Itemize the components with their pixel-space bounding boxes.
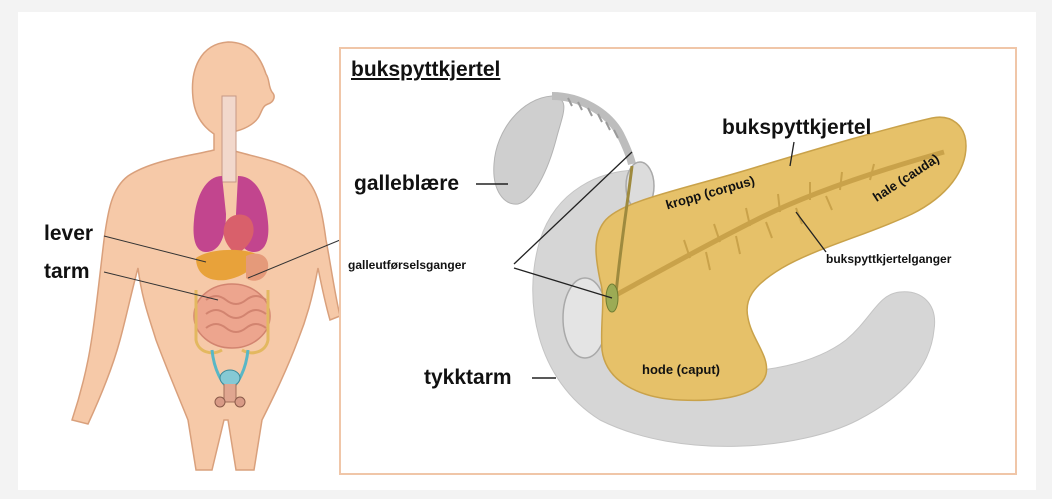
label-bukspyttkjertel: bukspyttkjertel (722, 116, 871, 140)
label-galleutforselsganger: galleutførselsganger (348, 258, 466, 272)
label-tarm: tarm (44, 260, 90, 284)
intestines (194, 284, 270, 348)
bladder (220, 370, 240, 386)
label-galleblaere: galleblære (354, 172, 459, 196)
gonad-left (215, 397, 225, 407)
human-body-figure (72, 42, 340, 470)
label-lever: lever (44, 222, 93, 246)
genital-organ (224, 384, 236, 402)
label-bukspyttkjertelganger: bukspyttkjertelganger (826, 252, 951, 266)
gonad-right (235, 397, 245, 407)
label-hode: hode (caput) (642, 362, 720, 377)
detail-title: bukspyttkjertel (351, 58, 500, 82)
trachea (222, 96, 236, 182)
label-tykktarm: tykktarm (424, 366, 512, 390)
